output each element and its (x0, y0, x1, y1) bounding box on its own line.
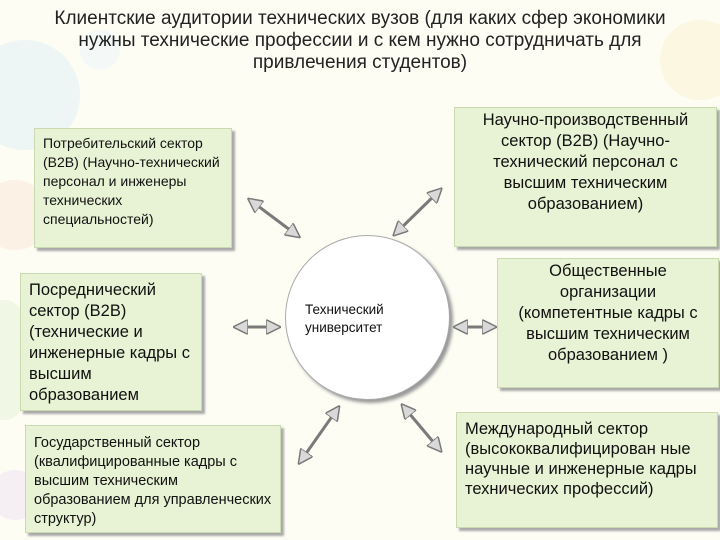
arrow-international (403, 406, 440, 450)
box-research-sector: Научно-производственный сектор (В2В) (На… (454, 107, 717, 247)
arrow-consumer (250, 200, 298, 236)
center-label: Технический университет (305, 302, 384, 335)
box-public-organizations: Общественные организации (компетентные к… (497, 258, 719, 388)
background-bubble (660, 20, 720, 100)
box-government-sector: Государственный сектор (квалифицированны… (25, 425, 281, 533)
box-intermediary-sector: Посреднический сектор (В2В) (технические… (20, 273, 202, 411)
arrow-research (395, 190, 440, 234)
center-circle (285, 235, 450, 400)
page-title: Клиентские аудитории технических вузов (… (54, 8, 666, 73)
background-bubble (80, 30, 120, 70)
arrow-government (300, 408, 338, 462)
box-consumer-sector: Потребительский сектор (В2В) (Научно-тех… (34, 128, 232, 248)
box-international-sector: Международный сектор (высококвалифициров… (456, 412, 718, 528)
